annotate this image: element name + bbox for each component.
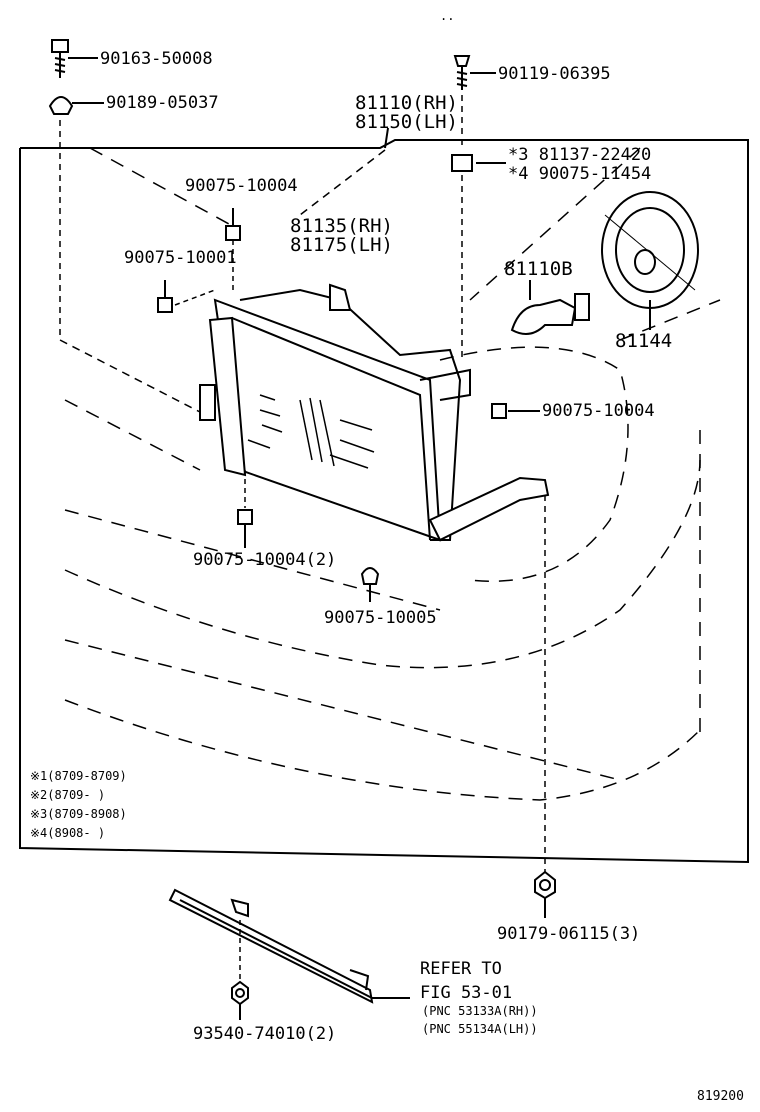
part-label-81150-lh: 81150(LH) (355, 111, 458, 133)
part-label-90075-10004-upper: 90075-10004 (185, 176, 298, 196)
part-label-93540-74010: 93540-74010(2) (193, 1024, 337, 1044)
part-label-81135-rh: 81135(RH) (290, 215, 393, 237)
note-4: ※4(8908- ) (30, 826, 106, 840)
part-label-90189-05037: 90189-05037 (106, 93, 219, 113)
part-label-90075-10004-right: 90075-10004 (542, 401, 655, 421)
part-label-90075-10005: 90075-10005 (324, 608, 437, 628)
support-bar-icon (168, 888, 410, 1004)
part-label-90179-06115: 90179-06115(3) (497, 924, 641, 944)
part-label-81110-rh: 81110(RH) (355, 92, 458, 114)
note-2: ※2(8709- ) (30, 788, 106, 802)
note-3: ※3(8709-8908) (30, 807, 127, 821)
clip-90075-10004-right-icon (491, 403, 540, 419)
part-label-81144: 81144 (615, 330, 673, 352)
note-1: ※1(8709-8709) (30, 769, 127, 783)
part-label-90119-06395: 90119-06395 (498, 64, 611, 84)
nut-clip-icon (451, 154, 506, 360)
refer-pnc-lh: (PNC 55134A(LH)) (422, 1022, 538, 1036)
bulb-81110b-icon (510, 280, 590, 335)
socket-cover-81144-icon (601, 191, 699, 330)
refer-to-line2: FIG 53-01 (420, 983, 513, 1003)
figure-code: 819200 (697, 1089, 744, 1104)
assembly-frame (19, 139, 749, 864)
clip-90075-10004-lower-icon (237, 470, 253, 548)
nut-90179-icon (534, 495, 556, 918)
part-label-81110b: 81110B (504, 258, 573, 280)
headlamp-unit (199, 283, 550, 542)
part-label-90075-11454: *4 90075-11454 (508, 164, 652, 184)
grommet-90075-10005-icon (360, 567, 380, 602)
part-label-90075-10001: 90075-10001 (124, 248, 237, 268)
bolt-93540-icon (231, 980, 249, 1020)
refer-to-line1: REFER TO (420, 959, 502, 979)
part-label-81175-lh: 81175(LH) (290, 234, 393, 256)
part-label-81137-22420: *3 81137-22420 (508, 145, 652, 165)
part-label-90163-50008: 90163-50008 (100, 49, 213, 69)
refer-pnc-rh: (PNC 53133A(RH)) (422, 1004, 538, 1018)
clip-90075-10001-icon (157, 280, 216, 313)
clip-90189-icon (48, 96, 201, 413)
part-label-90075-10004-lower: 90075-10004(2) (193, 550, 337, 570)
body-contour-lines (64, 147, 721, 801)
screw-90119-icon (453, 55, 496, 150)
bolt-90163-icon (51, 39, 98, 78)
top-mark: .. (440, 9, 455, 23)
clip-90075-10004-upper-icon (225, 208, 241, 290)
